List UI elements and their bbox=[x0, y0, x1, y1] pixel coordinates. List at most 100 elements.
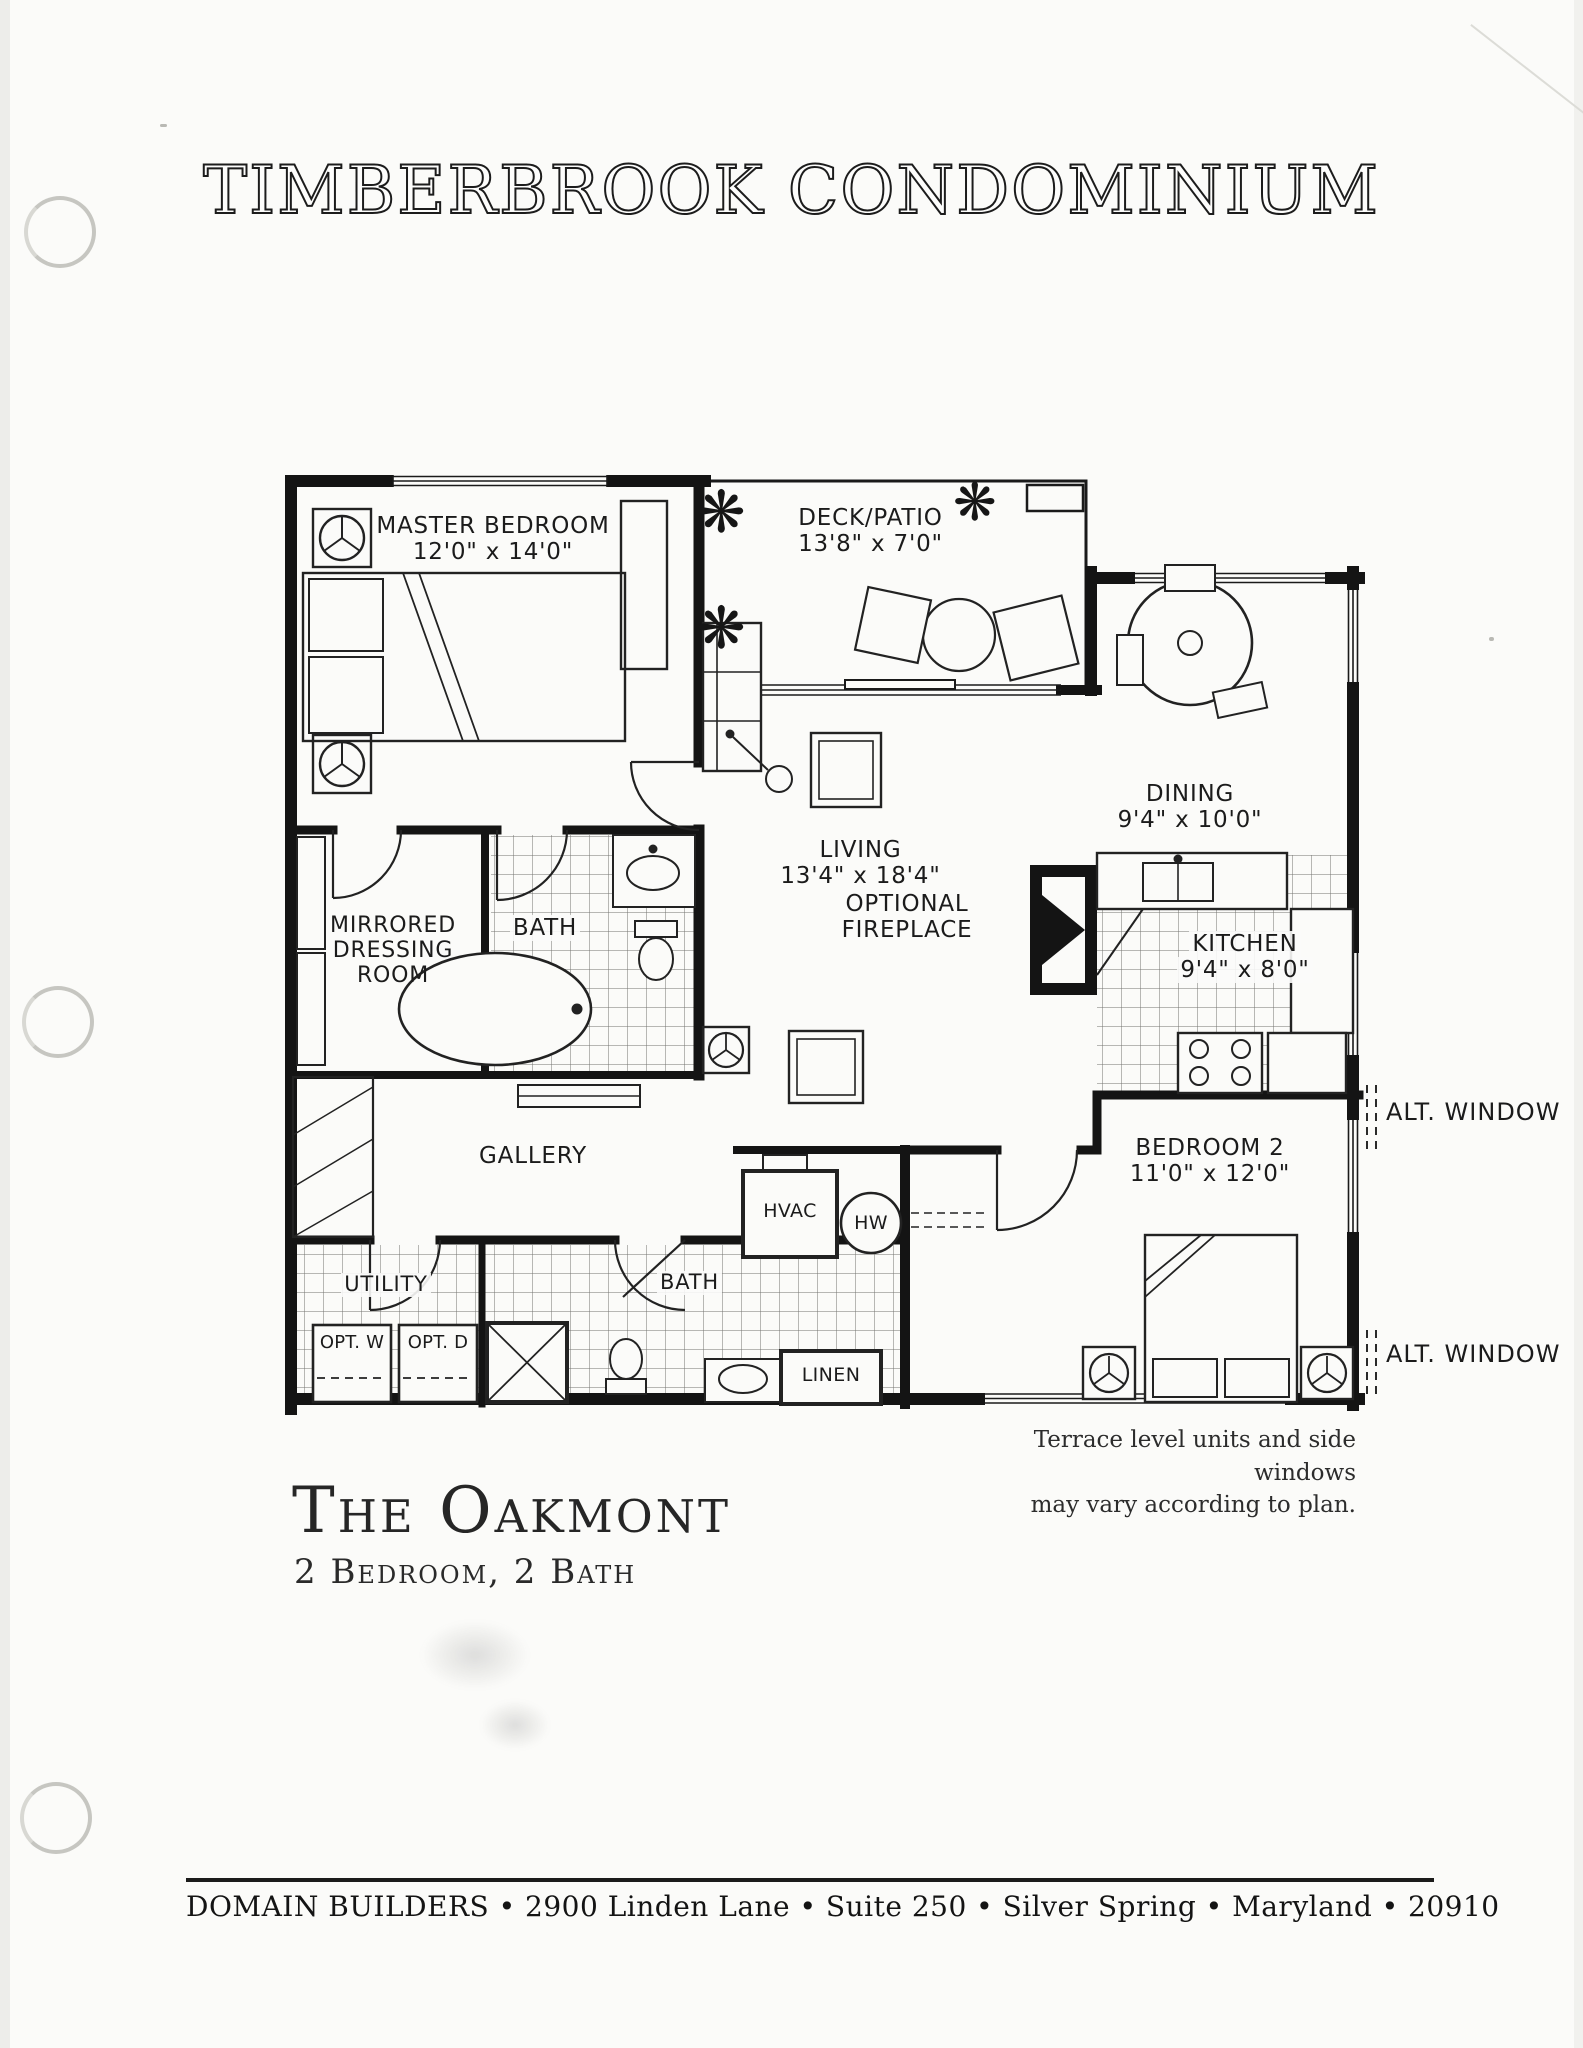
dining-furniture bbox=[1116, 564, 1269, 720]
pillow bbox=[1152, 1358, 1218, 1398]
sofa bbox=[701, 621, 763, 773]
bedroom2-door bbox=[995, 1149, 1079, 1232]
refrigerator bbox=[1266, 1031, 1348, 1095]
footer-rule bbox=[186, 1878, 1434, 1882]
master-window bbox=[392, 475, 608, 487]
master-bedroom-furniture bbox=[301, 499, 669, 795]
hole-punch-top bbox=[24, 196, 96, 268]
room-dims: 12'0" x 14'0" bbox=[412, 539, 574, 566]
variation-note: Terrace level units and side windows may… bbox=[926, 1424, 1356, 1522]
optional-fireplace bbox=[1030, 865, 1097, 995]
plan-subtitle: 2 Bedroom, 2 Bath bbox=[294, 1552, 637, 1592]
floor-plan: ❋ ❋ ❋ MASTER BEDROOM 12'0" x 14'0" DECK/… bbox=[285, 475, 1405, 1415]
entry-closet bbox=[291, 1075, 375, 1239]
blanket-fold bbox=[402, 572, 480, 742]
hole-punch-bottom bbox=[20, 1782, 92, 1854]
hall-mechanicals bbox=[741, 1154, 987, 1406]
utility-fixtures bbox=[311, 1321, 569, 1404]
wardrobe bbox=[619, 499, 669, 671]
stove bbox=[1176, 1031, 1264, 1095]
sink bbox=[718, 1364, 768, 1394]
hw-label: HW bbox=[854, 1212, 888, 1234]
dryer-box bbox=[397, 1323, 479, 1404]
kitchen-label: KITCHEN 9'4" x 8'0" bbox=[1140, 931, 1350, 984]
room-dims: 11'0" x 12'0" bbox=[1129, 1161, 1291, 1188]
plant-icon: ❋ bbox=[953, 473, 997, 533]
alt-window-label-top: ALT. WINDOW bbox=[1386, 1098, 1561, 1126]
bedroom2-label: BEDROOM 2 11'0" x 12'0" bbox=[1075, 1135, 1345, 1187]
dressing-room-closets bbox=[296, 836, 326, 1066]
pillow bbox=[308, 656, 384, 734]
patio-chair bbox=[992, 594, 1080, 682]
side-table bbox=[809, 731, 883, 809]
room-name: MIRRORED DRESSING ROOM bbox=[330, 913, 456, 989]
dining-table bbox=[1126, 579, 1254, 707]
bath2-fixtures bbox=[605, 1338, 784, 1403]
room-name: GALLERY bbox=[479, 1143, 587, 1169]
plant-icon: ❋ bbox=[697, 594, 746, 662]
mirrored-dressing-room-label: MIRRORED DRESSING ROOM bbox=[313, 913, 473, 988]
chair bbox=[1211, 680, 1269, 720]
sink bbox=[626, 855, 680, 891]
room-name: UTILITY bbox=[341, 1272, 431, 1297]
dining-right-window bbox=[1346, 590, 1360, 682]
bath2-door bbox=[613, 1239, 686, 1312]
ceiling-fan-icon bbox=[311, 507, 373, 569]
floor-lamp bbox=[725, 729, 793, 793]
ceiling-fan-icon bbox=[311, 733, 373, 795]
scan-smudge bbox=[480, 1700, 550, 1750]
chair bbox=[1116, 634, 1144, 686]
patio-chair bbox=[853, 585, 933, 665]
hot-water-heater bbox=[839, 1191, 903, 1255]
linen-closet bbox=[779, 1349, 883, 1406]
gallery-features bbox=[291, 1075, 641, 1239]
deck-patio-label: DECK/PATIO 13'8" x 7'0" bbox=[763, 505, 978, 557]
dressing-door bbox=[331, 829, 403, 900]
scan-scratch bbox=[1470, 24, 1583, 118]
room-name: DECK/PATIO bbox=[798, 505, 943, 531]
toilet bbox=[634, 920, 678, 981]
opt-washer-label: OPT. W bbox=[319, 1332, 385, 1353]
hole-punch-middle bbox=[22, 986, 94, 1058]
master-bath-fixtures bbox=[397, 834, 696, 1067]
toilet bbox=[605, 1338, 647, 1395]
floor-plan-drawing bbox=[285, 475, 1377, 1415]
room-name: KITCHEN bbox=[1189, 931, 1301, 958]
room-name: MASTER BEDROOM bbox=[376, 513, 610, 539]
master-bedroom-label: MASTER BEDROOM 12'0" x 14'0" bbox=[343, 513, 643, 565]
room-dims: 9'4" x 8'0" bbox=[1177, 957, 1313, 984]
linen-label: LINEN bbox=[801, 1364, 861, 1386]
living-label: LIVING 13'4" x 18'4" bbox=[753, 837, 968, 889]
room-name: DINING bbox=[1145, 781, 1235, 807]
room-name: LIVING bbox=[819, 837, 902, 863]
gallery-label: GALLERY bbox=[443, 1143, 623, 1169]
optional-fireplace-label: OPTIONAL FIREPLACE bbox=[841, 891, 973, 943]
plan-name: The Oakmont bbox=[292, 1474, 732, 1548]
ceiling-fan-icon bbox=[1299, 1345, 1355, 1401]
faucet bbox=[1173, 854, 1183, 864]
faucet bbox=[648, 844, 658, 854]
room-name: BATH bbox=[657, 1270, 722, 1295]
room-name: BEDROOM 2 bbox=[1135, 1135, 1285, 1161]
master-bedroom-door bbox=[629, 760, 700, 832]
scan-speck bbox=[1489, 637, 1494, 641]
ceiling-fan-icon bbox=[1081, 1345, 1137, 1401]
room-dims: 13'8" x 7'0" bbox=[798, 531, 943, 558]
room-name: BATH bbox=[509, 915, 581, 942]
angled-counter-edge bbox=[1096, 908, 1144, 976]
hvac-closet bbox=[741, 1169, 839, 1259]
kitchen-bottom-wall bbox=[1092, 1090, 1364, 1155]
dining-label: DINING 9'4" x 10'0" bbox=[1085, 781, 1295, 833]
scan-speck bbox=[160, 124, 167, 127]
note-line-2: may vary according to plan. bbox=[1030, 1492, 1356, 1519]
page-left-edge bbox=[0, 0, 10, 2048]
bed bbox=[1143, 1233, 1299, 1404]
pillow bbox=[308, 578, 384, 652]
ceiling-fan-icon bbox=[701, 1025, 751, 1075]
living-furniture bbox=[701, 621, 883, 1105]
note-line-1: Terrace level units and side windows bbox=[1033, 1427, 1356, 1486]
utility-label: UTILITY bbox=[311, 1272, 461, 1297]
master-bath-label: BATH bbox=[497, 915, 593, 942]
room-dims: 13'4" x 18'4" bbox=[780, 863, 941, 890]
